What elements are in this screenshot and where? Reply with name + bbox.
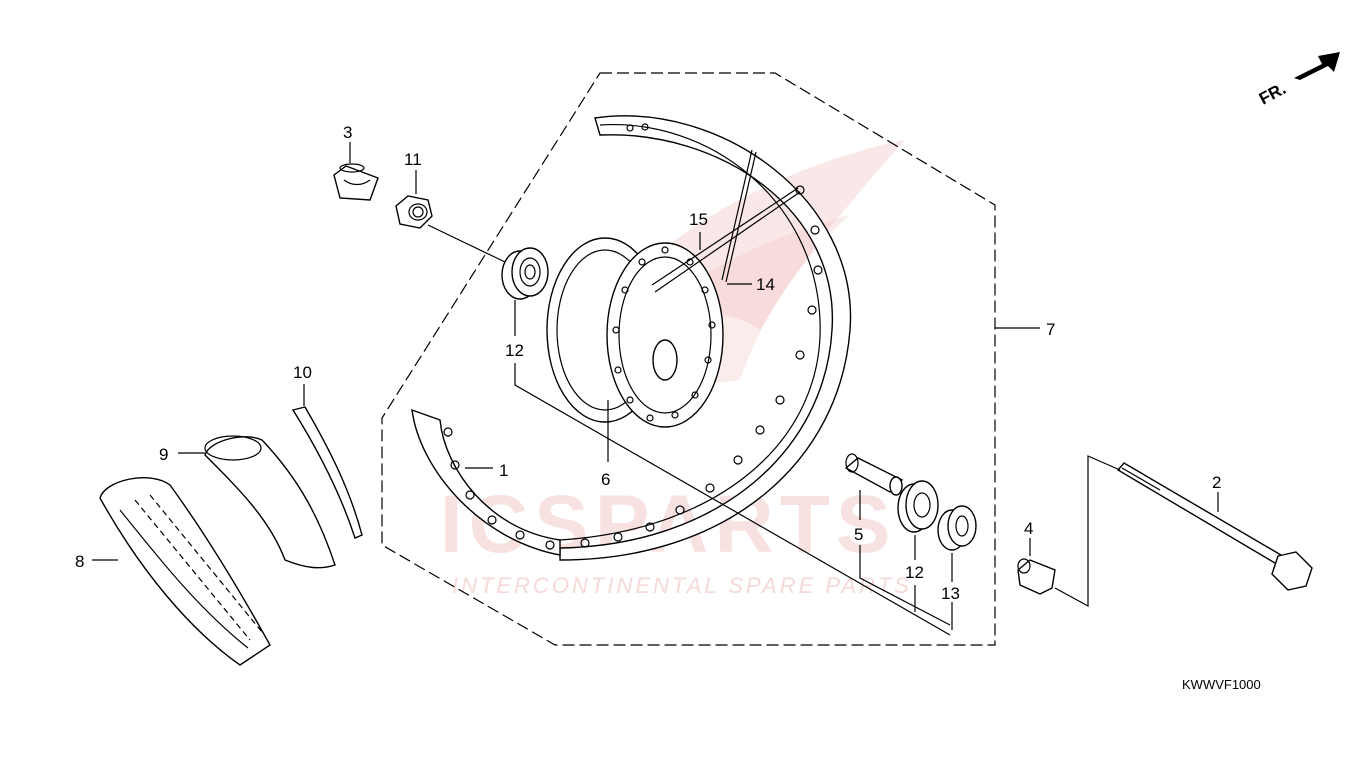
callout-2: 2 <box>1212 473 1221 492</box>
callout-6: 6 <box>601 470 610 489</box>
rim <box>411 115 852 561</box>
callout-13: 13 <box>941 584 960 603</box>
callout-8: 8 <box>75 552 84 571</box>
callout-12-lower: 12 <box>905 563 924 582</box>
callout-15: 15 <box>689 210 708 229</box>
front-label: FR. <box>1256 79 1289 109</box>
bearing-part-12-upper <box>501 247 549 300</box>
callout-4: 4 <box>1024 519 1033 538</box>
collar-part-4 <box>1017 558 1056 595</box>
collar-part-3 <box>333 163 379 201</box>
axle-part-2 <box>1116 462 1313 591</box>
spokes <box>651 149 801 293</box>
wheel-assembly-outline <box>381 72 996 646</box>
nut-part-11 <box>395 195 433 229</box>
callout-9: 9 <box>159 445 168 464</box>
tube-part-9 <box>204 435 336 569</box>
distance-collar-part-5 <box>844 453 904 496</box>
rim-band-part-10 <box>291 406 363 539</box>
oil-seal-part-13 <box>937 505 977 551</box>
callout-1: 1 <box>499 461 508 480</box>
tire-part-8 <box>99 477 271 666</box>
callout-14: 14 <box>756 275 775 294</box>
callout-7: 7 <box>1046 320 1055 339</box>
hub <box>546 237 724 428</box>
callouts: 1 2 3 4 5 6 7 8 9 10 11 12 12 13 14 15 <box>75 123 1221 603</box>
front-direction-marker: FR. <box>1256 52 1340 109</box>
callout-3: 3 <box>343 123 352 142</box>
callout-12-upper: 12 <box>505 341 524 360</box>
watermark-brand: ICSPARTS <box>440 479 897 570</box>
callout-11: 11 <box>404 150 422 169</box>
bearing-part-12-lower <box>897 480 939 533</box>
callout-5: 5 <box>854 525 863 544</box>
callout-10: 10 <box>293 363 312 382</box>
front-arrow-icon <box>1294 52 1340 80</box>
diagram-code: KWWVF1000 <box>1182 677 1261 692</box>
watermark-tagline: INTERCONTINENTAL SPARE PARTS <box>452 573 912 598</box>
leader-lines <box>92 142 1219 636</box>
